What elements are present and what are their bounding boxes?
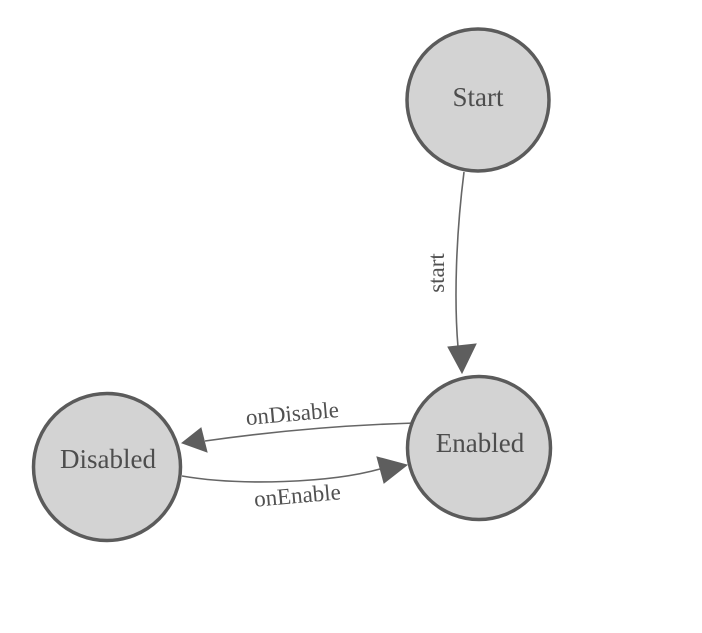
node-enabled: Enabled	[405, 374, 553, 522]
edge-enabled-to-disabled: onDisable	[180, 397, 416, 453]
edge-label-onenable: onEnable	[253, 479, 342, 511]
edge-ondisable-arrowhead-icon	[180, 427, 208, 453]
edge-onenable-line	[181, 468, 381, 483]
edge-onenable-arrowhead-icon	[376, 456, 409, 484]
edge-start-arrowhead-icon	[447, 343, 477, 375]
edge-ondisable-line	[204, 422, 416, 442]
node-enabled-circle	[405, 374, 553, 522]
node-start: Start	[405, 27, 551, 173]
node-disabled: Disabled	[31, 391, 183, 543]
node-start-circle	[405, 27, 551, 173]
edge-start-line	[455, 171, 465, 348]
node-start-label: Start	[453, 82, 504, 112]
edge-label-ondisable: onDisable	[245, 397, 340, 430]
edge-disabled-to-enabled: onEnable	[181, 456, 409, 512]
node-disabled-label: Disabled	[60, 444, 156, 474]
edge-start-to-enabled: start	[424, 171, 477, 375]
node-enabled-label: Enabled	[436, 428, 525, 458]
node-disabled-circle	[31, 391, 183, 543]
edge-label-start: start	[424, 253, 449, 293]
